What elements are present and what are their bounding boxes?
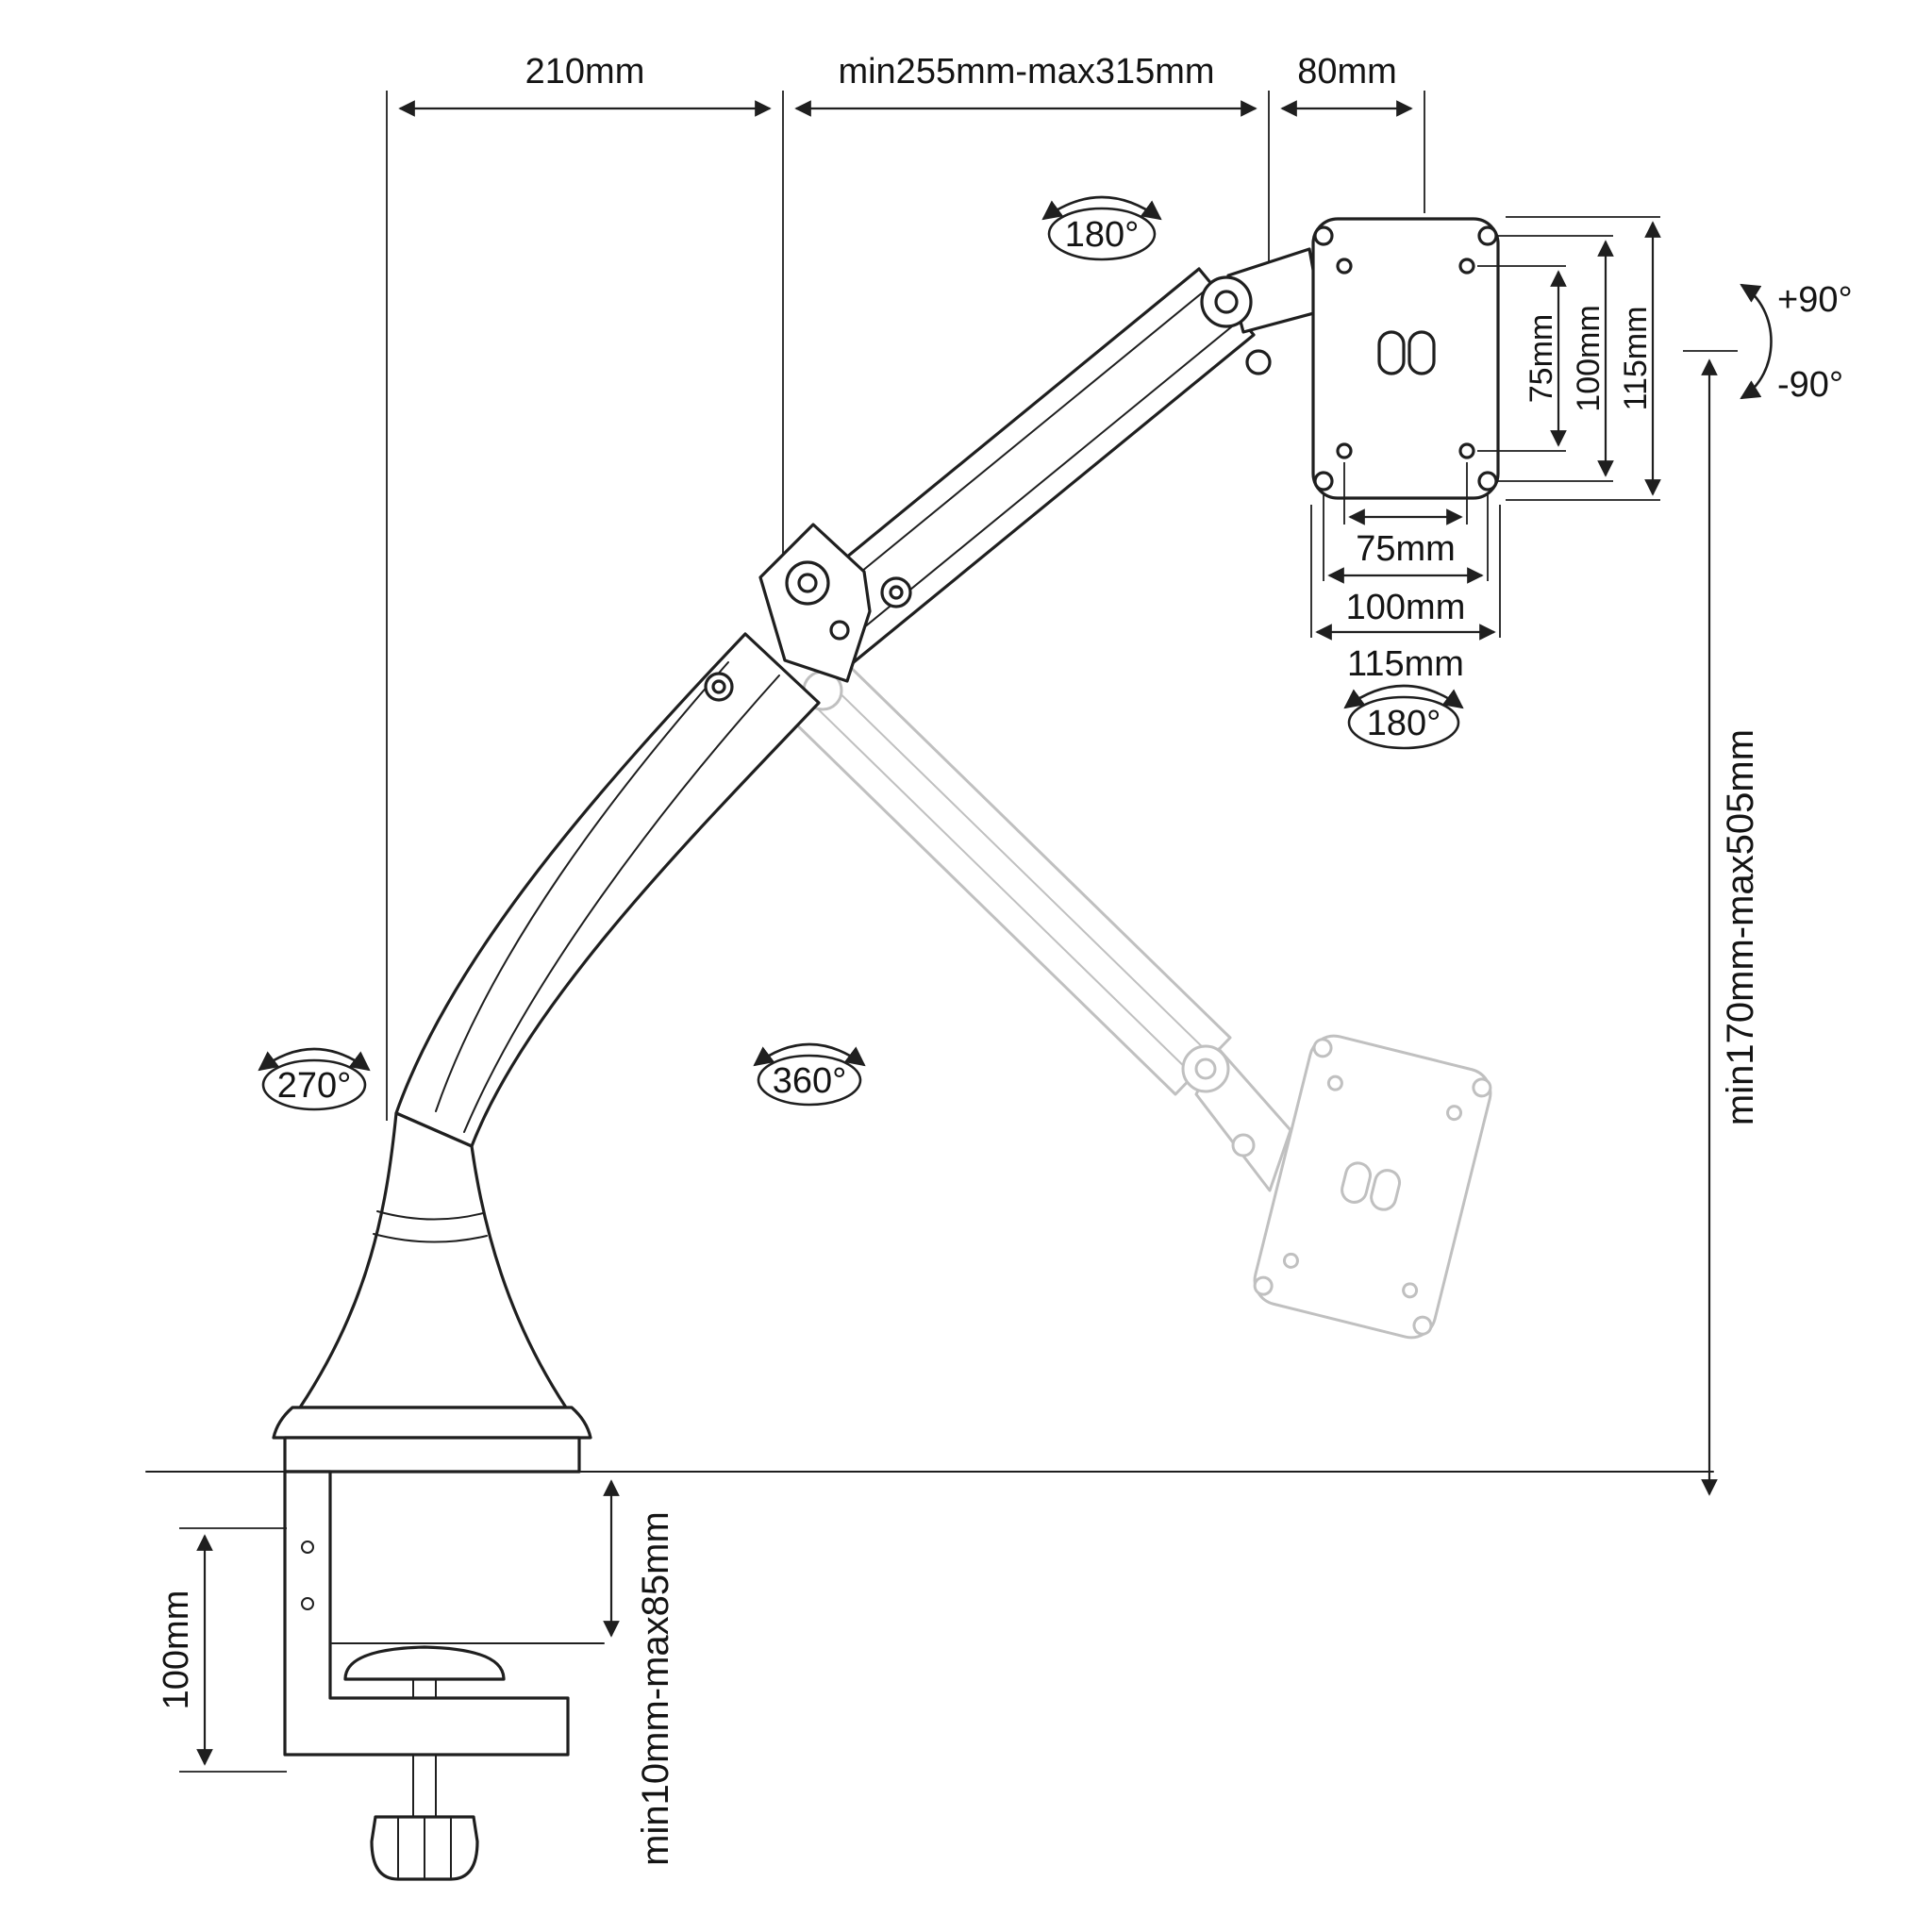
clamp-pad — [343, 1645, 506, 1681]
vesa-v100-label: 100mm — [1571, 305, 1607, 411]
base-rotation-badge: 270° — [258, 1047, 371, 1111]
pole-collar — [373, 1210, 488, 1243]
dim-top-right-label: 80mm — [1297, 52, 1397, 92]
clamp-hole — [301, 1541, 314, 1554]
vesa-rotation-label: 180° — [1367, 704, 1441, 743]
vesa-plate-group — [1311, 217, 1500, 500]
vesa-v115-label: 115mm — [1618, 307, 1654, 411]
ghost-vesa-plate — [1253, 1034, 1492, 1340]
base-rotation-label: 270° — [277, 1066, 352, 1106]
vesa-plate — [1311, 217, 1500, 500]
base-plinth — [283, 1436, 581, 1474]
top-dimension-group: 210mm min255mm-max315mm 80mm — [386, 52, 1425, 1121]
base-foot — [272, 1406, 592, 1440]
vesa-horizontal-dims: 75mm 100mm 115mm — [1310, 462, 1501, 684]
tilt-down-label: -90° — [1777, 365, 1843, 405]
vesa-center-slot — [1407, 330, 1436, 375]
c-clamp-bracket — [283, 1470, 570, 1757]
rotation-arrow-icon — [753, 1042, 866, 1067]
height-range-label: min170mm-max505mm — [1720, 729, 1761, 1125]
tilt-arrow-icon — [1740, 283, 1773, 400]
clamp-height-dim: 100mm — [157, 1527, 287, 1773]
height-range-dim: min170mm-max505mm — [1701, 358, 1761, 1496]
ghost-tilt-screw — [1231, 1133, 1256, 1158]
tilt-up-label: +90° — [1777, 280, 1853, 320]
rotation-arrow-icon — [1041, 195, 1162, 221]
vesa-inner-hole — [1336, 442, 1353, 459]
desk-thickness-label: min10mm-max85mm — [635, 1511, 676, 1866]
vesa-h75-label: 75mm — [1356, 529, 1456, 569]
monitor-arm-group — [272, 247, 1323, 1474]
arm-rotation-badge: 360° — [753, 1042, 866, 1107]
dim-top-left-label: 210mm — [525, 52, 645, 92]
dim-top-middle-label: min255mm-max315mm — [838, 52, 1214, 92]
rotation-arrow-icon — [258, 1047, 371, 1072]
desk-thickness-dim: min10mm-max85mm — [603, 1479, 676, 1866]
vesa-inner-hole — [1336, 258, 1353, 275]
vesa-inner-hole — [1458, 258, 1475, 275]
vesa-corner-hole — [1313, 225, 1334, 246]
vesa-inner-hole — [1458, 442, 1475, 459]
head-swivel-badge: 180° — [1041, 195, 1162, 261]
vesa-corner-hole — [1477, 471, 1498, 491]
arm-rotation-label: 360° — [773, 1061, 847, 1101]
desk-clamp-group — [145, 1470, 1714, 1881]
clamp-height-label: 100mm — [157, 1591, 196, 1710]
clamp-hole — [301, 1597, 314, 1610]
vesa-rotation-badge: 180° — [1343, 684, 1464, 750]
vesa-v75-label: 75mm — [1524, 314, 1559, 403]
ghost-arm-group — [782, 654, 1492, 1340]
tilt-screw — [1245, 349, 1272, 375]
clamp-screw-shaft — [412, 1754, 437, 1818]
vesa-center-slot — [1377, 330, 1406, 375]
head-swivel-label: 180° — [1065, 215, 1140, 255]
rotation-arrow-icon — [1343, 684, 1464, 709]
vesa-h100-label: 100mm — [1346, 588, 1466, 627]
tilt-annotation: +90° -90° — [1683, 280, 1853, 405]
vesa-vertical-dims: 75mm 100mm 115mm — [1477, 216, 1661, 501]
vesa-h115-label: 115mm — [1347, 644, 1464, 684]
vesa-corner-hole — [1313, 471, 1334, 491]
vesa-corner-hole — [1477, 225, 1498, 246]
